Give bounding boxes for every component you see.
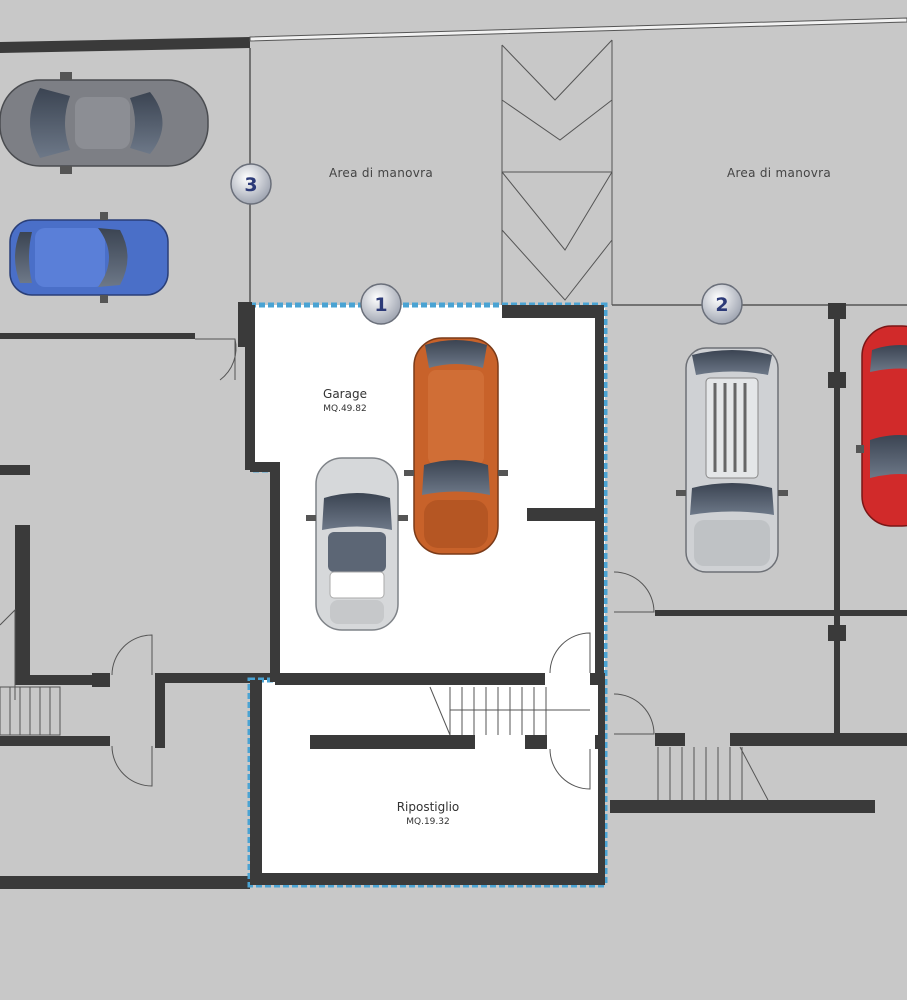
- neighbor-walls-right: [610, 303, 907, 813]
- maneuver-area-left-label: Area di manovra: [329, 166, 433, 180]
- car-silver-icon: [306, 457, 408, 631]
- marker-2: 2: [701, 283, 743, 325]
- garage-name-label: Garage: [323, 387, 367, 401]
- car-gray-icon: [0, 72, 209, 174]
- car-red-icon: [856, 325, 907, 527]
- door-interior: [549, 632, 591, 790]
- site-boundary: [0, 17, 907, 305]
- marker-2-text: 2: [715, 294, 728, 316]
- door-right: [613, 571, 655, 735]
- marker-3-text: 3: [244, 174, 257, 196]
- stairs-interior: [429, 686, 590, 736]
- ramp-hatch: [501, 39, 613, 305]
- marker-1: 1: [360, 283, 402, 325]
- unit-garage-storage: [238, 302, 608, 888]
- car-suv-icon: [676, 347, 788, 573]
- stairs-left: [0, 608, 61, 736]
- car-orange-icon: [404, 337, 508, 555]
- storage-name-label: Ripostiglio: [397, 800, 460, 814]
- neighbor-walls-left: [0, 333, 275, 889]
- door-left-lower: [111, 634, 153, 787]
- door-left-upper: [195, 338, 237, 381]
- marker-3: 3: [230, 163, 272, 205]
- garage-area-label: MQ.49.82: [323, 404, 366, 414]
- storage-area-label: MQ.19.32: [406, 817, 449, 827]
- car-blue-icon: [9, 212, 169, 303]
- marker-1-text: 1: [374, 294, 387, 316]
- maneuver-area-right-label: Area di manovra: [727, 166, 831, 180]
- stairs-right: [657, 746, 769, 801]
